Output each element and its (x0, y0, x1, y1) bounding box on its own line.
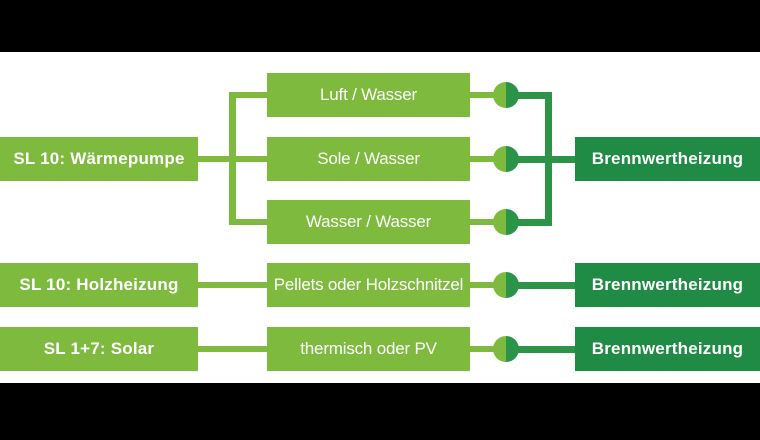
connector-node1-trunk (517, 92, 552, 99)
option-box-luft-wasser: Luft / Wasser (267, 73, 470, 117)
option-label-thermisch-pv: thermisch oder PV (300, 339, 437, 358)
option-box-thermisch-pv: thermisch oder PV (267, 327, 470, 371)
junction-node-4 (493, 272, 519, 298)
junction-node-2 (493, 146, 519, 172)
junction-node-1 (493, 82, 519, 108)
source-box-solar: SL 1+7: Solar (0, 327, 198, 371)
connector-option5-node (470, 346, 494, 352)
option-label-pellets-holzschnitzel: Pellets oder Holzschnitzel (273, 275, 464, 294)
letterbox-bottom (0, 383, 760, 440)
connector-node2-target1 (517, 156, 575, 163)
option-label-luft-wasser: Luft / Wasser (320, 85, 417, 104)
connector-option3-node (470, 219, 494, 225)
source-box-waermepumpe: SL 10: Wärmepumpe (0, 137, 198, 181)
connector-stub-luft-wasser (236, 92, 267, 98)
source-label-solar: SL 1+7: Solar (43, 339, 155, 358)
option-box-sole-wasser: Sole / Wasser (267, 137, 470, 181)
target-label-brennwertheizung-2: Brennwertheizung (591, 275, 744, 294)
junction-node-3 (493, 209, 519, 235)
option-label-sole-wasser: Sole / Wasser (317, 149, 420, 168)
source-label-holzheizung: SL 10: Holzheizung (19, 275, 179, 294)
connector-option4-node (470, 282, 494, 288)
option-label-wasser-wasser: Wasser / Wasser (305, 212, 432, 231)
source-box-holzheizung: SL 10: Holzheizung (0, 263, 198, 307)
connector-waermepumpe-trunk (198, 156, 236, 162)
connector-option2-node (470, 156, 494, 162)
target-box-brennwertheizung-2: Brennwertheizung (575, 263, 760, 307)
source-label-waermepumpe: SL 10: Wärmepumpe (13, 149, 185, 168)
connector-solar-option (198, 346, 267, 352)
connector-holzheizung-option (198, 282, 267, 288)
letterbox-top (0, 0, 760, 52)
target-label-brennwertheizung-3: Brennwertheizung (591, 339, 744, 358)
connector-trunk-vertical-left (229, 92, 236, 225)
connector-option1-node (470, 92, 494, 98)
connector-stub-sole-wasser (236, 156, 267, 162)
target-label-brennwertheizung-1: Brennwertheizung (591, 149, 744, 168)
option-box-wasser-wasser: Wasser / Wasser (267, 200, 470, 244)
target-box-brennwertheizung-3: Brennwertheizung (575, 327, 760, 371)
connector-stub-wasser-wasser (236, 219, 267, 225)
connector-node3-trunk (517, 219, 545, 226)
connector-node4-target2 (517, 282, 575, 289)
target-box-brennwertheizung-1: Brennwertheizung (575, 137, 760, 181)
connector-node5-target3 (517, 346, 575, 353)
junction-node-5 (493, 336, 519, 362)
option-box-pellets-holzschnitzel: Pellets oder Holzschnitzel (267, 263, 470, 307)
